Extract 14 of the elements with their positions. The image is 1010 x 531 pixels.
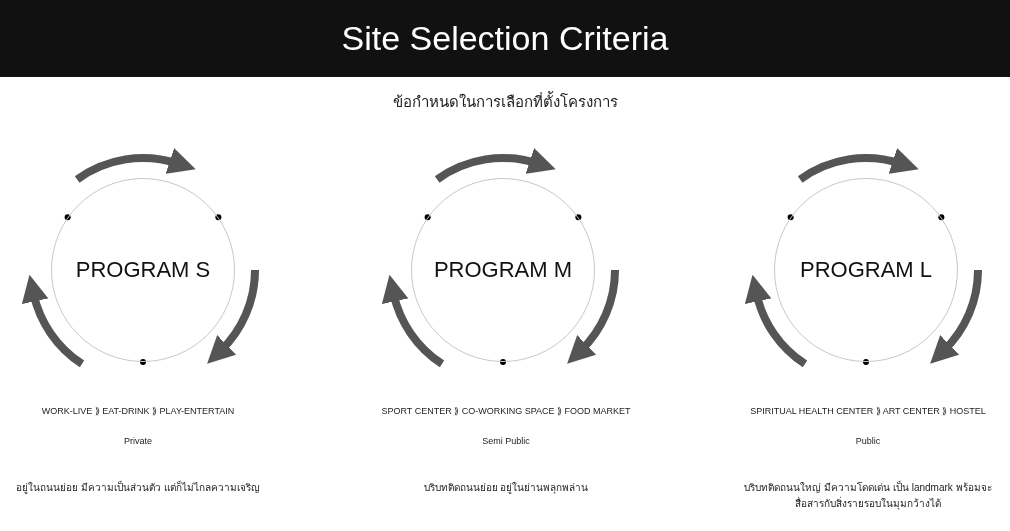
privacy-level: Public [854, 435, 882, 448]
program-name: PROGRAM S [75, 257, 211, 283]
privacy-level: Semi Public [481, 435, 531, 448]
site-description: อยู่ในถนนย่อย มีความเป็นส่วนตัว แต่ก็ไม่ไกลความเจริญ [15, 480, 261, 496]
program-sequence: WORK-LIVE ⟫ EAT-DRINK ⟫ PLAY-ENTERTAIN [40, 405, 236, 418]
program-name: PROGRAM L [800, 257, 932, 283]
title-bar: Site Selection Criteria [0, 0, 1010, 77]
program-sequence: SPIRITUAL HEALTH CENTER ⟫ ART CENTER ⟫ HOSTEL [749, 405, 987, 418]
program-sequence: SPORT CENTER ⟫ CO-WORKING SPACE ⟫ FOOD MARKET [380, 405, 632, 418]
privacy-level: Private [123, 435, 153, 448]
site-description: บริบทติดถนนใหญ่ มีความโดดเด่น เป็น landmark พร้อมจะสื่อสารกับสิ่งรายรอบในมุมกว้างได้ [743, 480, 993, 512]
subtitle: ข้อกำหนดในการเลือกที่ตั้งโครงการ [391, 90, 619, 113]
program-name: PROGRAM M [433, 257, 573, 283]
site-description: บริบทติดถนนย่อย อยู่ในย่านพลุกพล่าน [422, 481, 590, 496]
